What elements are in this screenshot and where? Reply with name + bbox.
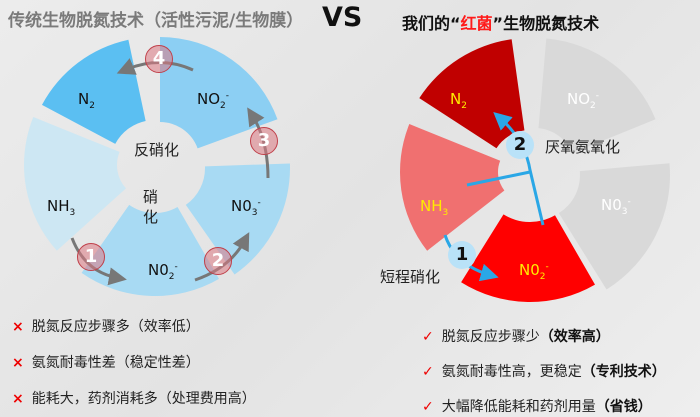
right-step-badge-2: 2: [506, 131, 534, 159]
right-no3-label: N03-: [601, 196, 631, 217]
left-title: 传统生物脱氮技术（活性污泥/生物膜）: [8, 11, 304, 31]
left-no2-top-label: NO2-: [197, 90, 230, 111]
right-nh3-label: NH3: [420, 197, 449, 218]
left-sector-nh3: [24, 117, 126, 251]
nitrification-label-2: 化: [143, 208, 159, 226]
pro-item: ✓大幅降低能耗和药剂用量（省钱）: [422, 399, 652, 415]
con-item: ×脱氮反应步骤多（效率低）: [12, 319, 200, 335]
left-no3-label: N03-: [231, 197, 261, 218]
step-badge-1: 1: [77, 243, 105, 271]
step-badge-4: 4: [145, 45, 173, 73]
right-sector-nh3: [400, 124, 505, 251]
anammox-label: 厌氧氨氧化: [545, 138, 621, 156]
connector-line: [466, 170, 531, 187]
con-item: ×能耗大，药剂消耗多（处理费用高）: [12, 391, 256, 407]
left-sector-no3: [185, 163, 291, 275]
right-title: 我们的“红菌”生物脱氮技术: [402, 14, 600, 33]
vs-label: VS: [322, 2, 363, 33]
left-nh3-label: NH3: [47, 197, 76, 218]
pro-item: ✓脱氮反应步骤少（效率高）: [422, 329, 610, 345]
right-n2-label: N2: [450, 90, 467, 111]
right-no2-bottom-label: N02-: [519, 261, 549, 282]
left-n2-label: N2: [78, 90, 95, 111]
right-sector-no3: [558, 163, 670, 290]
nitrification-label-1: 硝: [143, 188, 159, 206]
step-badge-2: 2: [204, 247, 232, 275]
short-nitrification-label: 短程硝化: [380, 268, 441, 286]
right-sector-n2: [419, 39, 525, 149]
step-badge-3: 3: [250, 127, 278, 155]
pro-item: ✓氨氮耐毒性高，更稳定（专利技术）: [422, 364, 666, 380]
denitrification-label: 反硝化: [134, 141, 180, 159]
right-sector-no2-top: [538, 38, 656, 154]
right-no2-top-label: NO2-: [567, 90, 600, 111]
left-no2-bottom-label: N02-: [148, 261, 178, 282]
right-step-badge-1: 1: [448, 241, 476, 269]
con-item: ×氨氮耐毒性差（稳定性差）: [12, 355, 200, 371]
